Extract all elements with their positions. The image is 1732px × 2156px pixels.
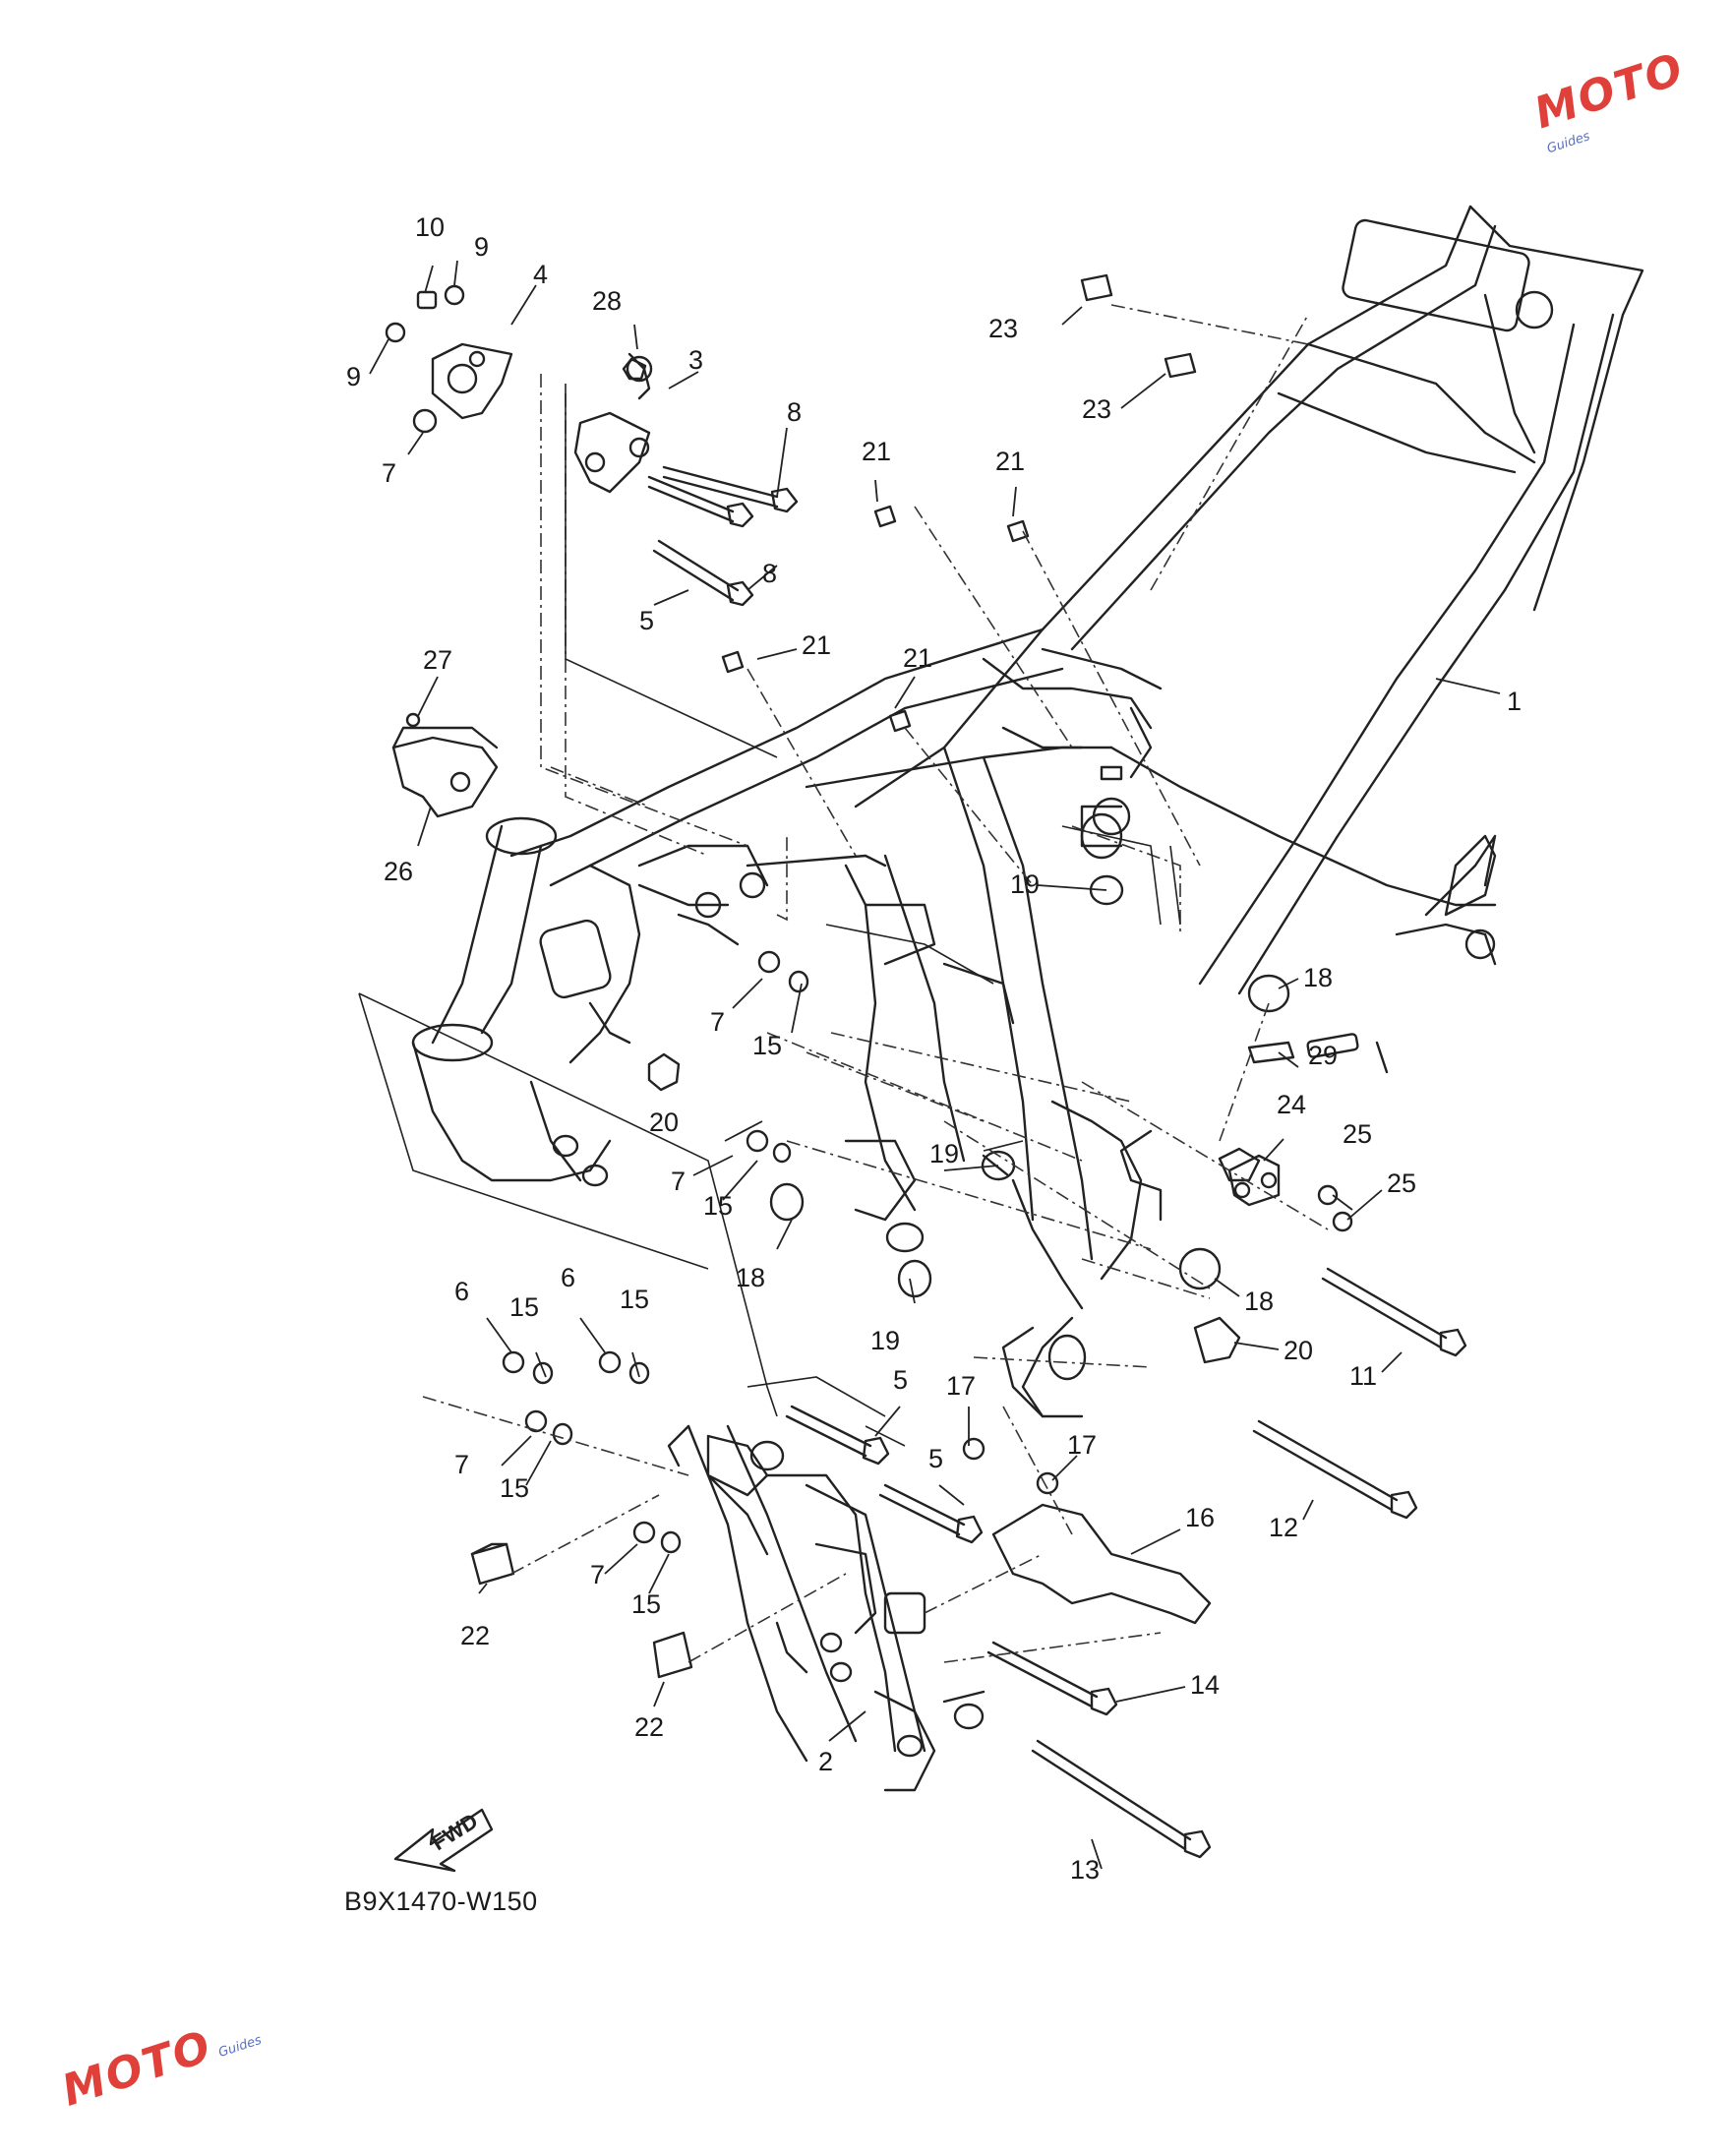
callout-8: 8 [787, 397, 802, 427]
callout-28: 28 [592, 286, 622, 316]
callout-5: 5 [893, 1365, 908, 1395]
main-frame [411, 205, 1644, 1418]
engine-mount-bracket-upper [431, 342, 651, 494]
callout-8: 8 [762, 559, 777, 588]
callout-19: 19 [929, 1139, 959, 1168]
callout-27: 27 [423, 645, 452, 675]
callout-23: 23 [1082, 394, 1111, 424]
callout-23: 23 [988, 314, 1018, 343]
callout-21: 21 [903, 643, 932, 673]
callout-7: 7 [590, 1560, 605, 1589]
callout-29: 29 [1308, 1041, 1338, 1070]
callout-15: 15 [703, 1191, 733, 1221]
callout-19: 19 [870, 1326, 900, 1355]
callout-15: 15 [631, 1589, 661, 1619]
callout-7: 7 [382, 458, 396, 488]
callout-19: 19 [1010, 869, 1040, 899]
callout-21: 21 [802, 630, 831, 660]
watermark-sub: Guides [216, 2032, 264, 2061]
callout-6: 6 [454, 1277, 469, 1306]
callout-25: 25 [1387, 1168, 1416, 1198]
callout-7: 7 [454, 1450, 469, 1479]
lower-cradle [667, 1424, 985, 1792]
callout-20: 20 [649, 1108, 679, 1137]
callout-9: 9 [346, 362, 361, 391]
callout-18: 18 [736, 1263, 765, 1292]
callout-17: 17 [1067, 1430, 1097, 1460]
grouping-outlines [358, 384, 1181, 1447]
callout-12: 12 [1269, 1513, 1298, 1542]
callout-11: 11 [1349, 1361, 1377, 1391]
callout-26: 26 [384, 857, 413, 886]
callout-20: 20 [1284, 1336, 1313, 1365]
callout-labels: 1 2 3 4 5 5 5 6 6 7 7 7 7 7 8 8 9 9 10 1… [346, 212, 1522, 1885]
callout-2: 2 [818, 1747, 833, 1776]
callout-5: 5 [928, 1444, 943, 1473]
callout-18: 18 [1303, 963, 1333, 992]
callout-15: 15 [509, 1292, 539, 1322]
callout-15: 15 [620, 1285, 649, 1314]
callout-24: 24 [1277, 1090, 1306, 1119]
callout-17: 17 [946, 1371, 976, 1401]
fwd-arrow-icon [393, 1808, 494, 1873]
callout-21: 21 [862, 437, 891, 466]
callout-22: 22 [634, 1712, 664, 1742]
callout-1: 1 [1507, 687, 1522, 716]
hardware-small-parts [385, 273, 1389, 1679]
callout-6: 6 [561, 1263, 575, 1292]
callout-18: 18 [1244, 1287, 1274, 1316]
alignment-lines [422, 304, 1329, 1663]
callout-16: 16 [1185, 1503, 1215, 1532]
callout-9: 9 [474, 232, 489, 262]
bolts [647, 465, 1467, 1859]
callout-15: 15 [500, 1473, 529, 1503]
callout-22: 22 [460, 1621, 490, 1650]
callout-21: 21 [995, 447, 1025, 476]
callout-leaders [369, 260, 1501, 1870]
callout-14: 14 [1190, 1670, 1220, 1700]
callout-13: 13 [1070, 1855, 1100, 1885]
diagram-code: B9X1470-W150 [344, 1886, 538, 1916]
callout-15: 15 [752, 1031, 782, 1060]
callout-7: 7 [671, 1167, 686, 1196]
callout-10: 10 [415, 212, 445, 242]
callout-4: 4 [533, 260, 548, 289]
callout-3: 3 [688, 345, 703, 375]
callout-7: 7 [710, 1007, 725, 1037]
callout-25: 25 [1343, 1119, 1372, 1149]
callout-5: 5 [639, 606, 654, 635]
